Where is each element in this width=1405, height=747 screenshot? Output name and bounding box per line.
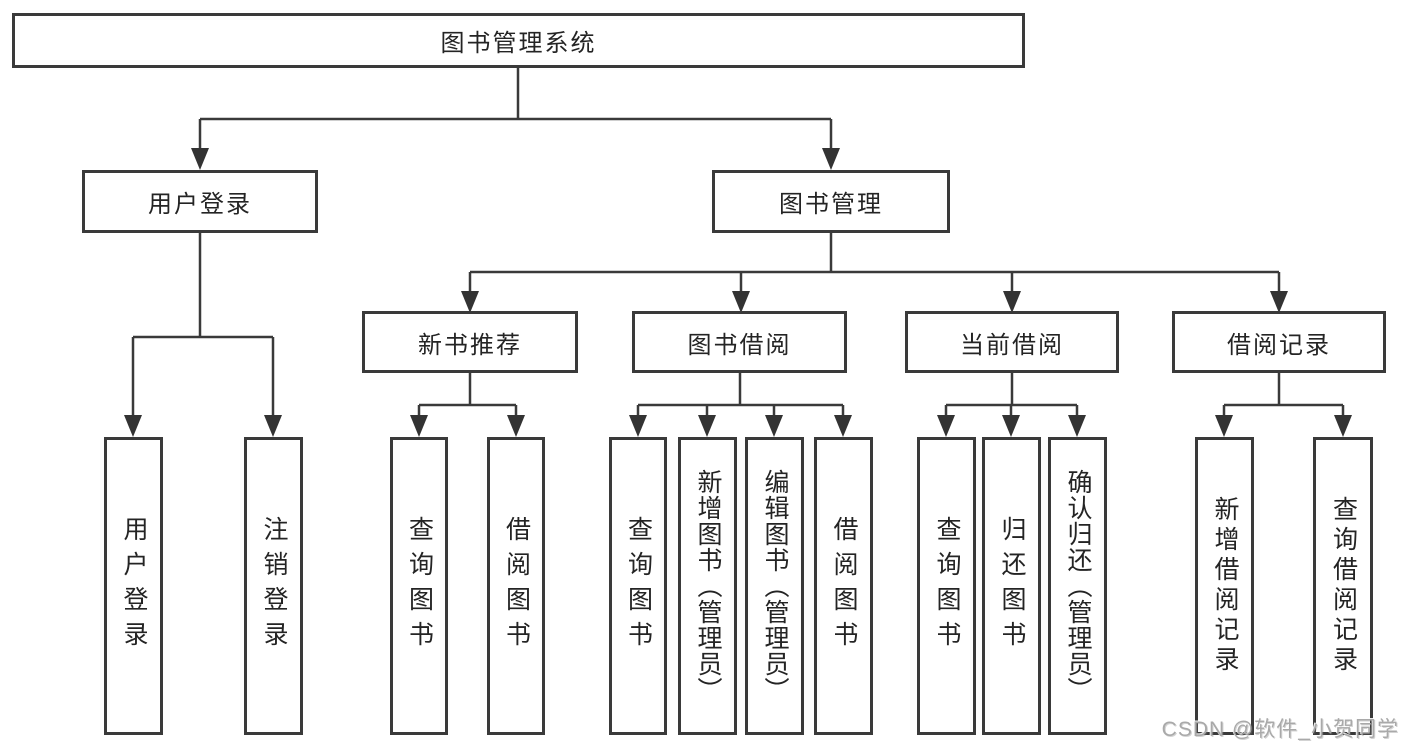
leaf-query-books: 查询图书 bbox=[917, 437, 976, 735]
leaf-add-borrow-record: 新增借阅记录 bbox=[1195, 437, 1254, 735]
node-new-book-recommendation: 新书推荐 bbox=[362, 311, 578, 373]
leaf-query-books: 查询图书 bbox=[609, 437, 667, 735]
node-user-login: 用户登录 bbox=[82, 170, 318, 233]
node-library-management-system: 图书管理系统 bbox=[12, 13, 1025, 68]
arrowheads bbox=[124, 148, 1352, 437]
leaf-add-books-admin: 新增图书（管理员） bbox=[678, 437, 737, 735]
leaf-logout: 注销登录 bbox=[244, 437, 303, 735]
leaf-confirm-return-admin: 确认归还（管理员） bbox=[1048, 437, 1107, 735]
leaf-query-books: 查询图书 bbox=[390, 437, 448, 735]
leaf-edit-books-admin: 编辑图书（管理员） bbox=[745, 437, 804, 735]
node-current-borrowing: 当前借阅 bbox=[905, 311, 1119, 373]
node-book-management: 图书管理 bbox=[712, 170, 950, 233]
leaf-return-books: 归还图书 bbox=[982, 437, 1041, 735]
leaf-user-login: 用户登录 bbox=[104, 437, 163, 735]
csdn-watermark: CSDN @软件_小贺同学 bbox=[1161, 718, 1399, 741]
node-borrowing-records: 借阅记录 bbox=[1172, 311, 1386, 373]
leaf-query-borrow-record: 查询借阅记录 bbox=[1313, 437, 1373, 735]
node-book-borrowing: 图书借阅 bbox=[632, 311, 847, 373]
leaf-borrow-books: 借阅图书 bbox=[814, 437, 873, 735]
leaf-borrow-books: 借阅图书 bbox=[487, 437, 545, 735]
